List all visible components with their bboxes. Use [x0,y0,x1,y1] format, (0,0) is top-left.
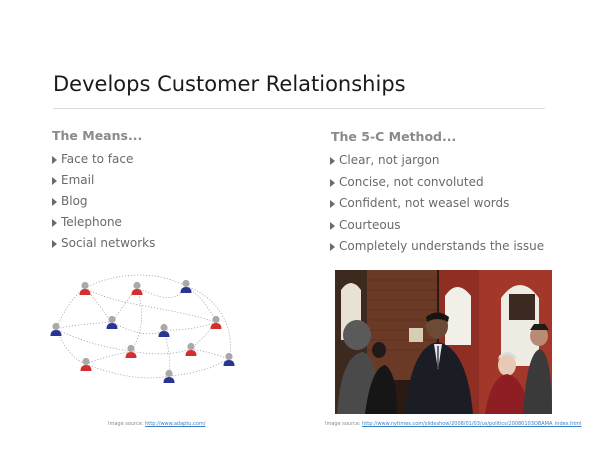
network-connection [85,350,132,365]
five-c-item: Concise, not convoluted [330,175,544,197]
triangle-right-icon [52,156,57,164]
image-source-link[interactable]: http://www.nytimes.com/slideshow/2008/01… [362,421,582,427]
network-connection [185,285,231,360]
red-person-icon [125,344,137,358]
network-connection [55,287,86,330]
red-person-icon [185,342,197,356]
network-connection [163,321,217,331]
blue-person-icon [50,322,62,336]
five-c-heading: The 5-C Method... [331,129,457,144]
network-connection [84,274,187,289]
triangle-right-icon [52,198,57,206]
five-c-item-label: Completely understands the issue [339,239,545,253]
means-item: Telephone [52,215,155,236]
network-connection [190,348,230,360]
means-item: Social networks [52,236,155,257]
blue-person-icon [106,315,118,329]
social-network-illustration [50,274,235,383]
five-c-item-label: Clear, not jargon [339,153,440,167]
red-person-icon [210,315,222,329]
five-c-item: Courteous [330,218,544,240]
title-divider [53,108,545,109]
caption-prefix: Image source: [325,421,363,427]
five-c-item: Confident, not weasel words [330,196,544,218]
caption-prefix: Image source: [108,421,146,427]
red-person-icon [79,281,91,295]
network-connection [130,348,192,355]
triangle-right-icon [52,219,57,227]
network-connection [55,328,132,352]
image-source-caption-right: Image source: http://www.nytimes.com/sli… [325,421,582,427]
network-connection [84,287,113,323]
triangle-right-icon [330,157,335,165]
means-item-label: Blog [61,194,88,208]
means-heading: The Means... [52,128,143,143]
means-item-label: Social networks [61,236,156,250]
blue-person-icon [180,279,192,293]
red-person-icon [80,357,92,371]
image-source-caption-left: Image source: http://www.adaptu.com/ [108,421,205,427]
blue-person-icon [158,323,170,337]
blue-person-icon [223,352,235,366]
network-connection [85,363,170,379]
network-connection [136,285,187,299]
five-c-item: Clear, not jargon [330,153,544,175]
means-item: Face to face [52,152,155,173]
triangle-right-icon [330,221,335,230]
triangle-right-icon [330,178,335,187]
triangle-right-icon [52,177,57,185]
meeting-photo [335,270,552,414]
network-nodes [50,279,235,383]
network-connection [84,287,217,323]
triangle-right-icon [330,200,335,208]
image-source-link[interactable]: http://www.adaptu.com/ [145,421,206,427]
means-item-label: Face to face [61,152,134,166]
means-item: Email [52,173,155,194]
means-list: Face to face Email Blog Telephone Social… [52,152,155,257]
means-item: Blog [52,194,155,215]
slide-title: Develops Customer Relationships [53,72,406,96]
five-c-item-label: Concise, not convoluted [339,174,484,189]
five-c-item: Completely understands the issue [330,239,544,261]
five-c-item-label: Confident, not weasel words [339,196,510,210]
five-c-item-label: Courteous [339,217,401,232]
means-item-label: Email [61,173,95,187]
network-connection [111,321,165,335]
triangle-right-icon [52,240,57,248]
means-item-label: Telephone [61,215,122,229]
five-c-list: Clear, not jargon Concise, not convolute… [330,153,544,261]
network-connection [130,287,143,352]
red-person-icon [131,281,143,295]
triangle-right-icon [330,243,335,251]
network-connection [55,321,113,330]
network-connection [168,358,230,377]
blue-person-icon [163,369,175,383]
